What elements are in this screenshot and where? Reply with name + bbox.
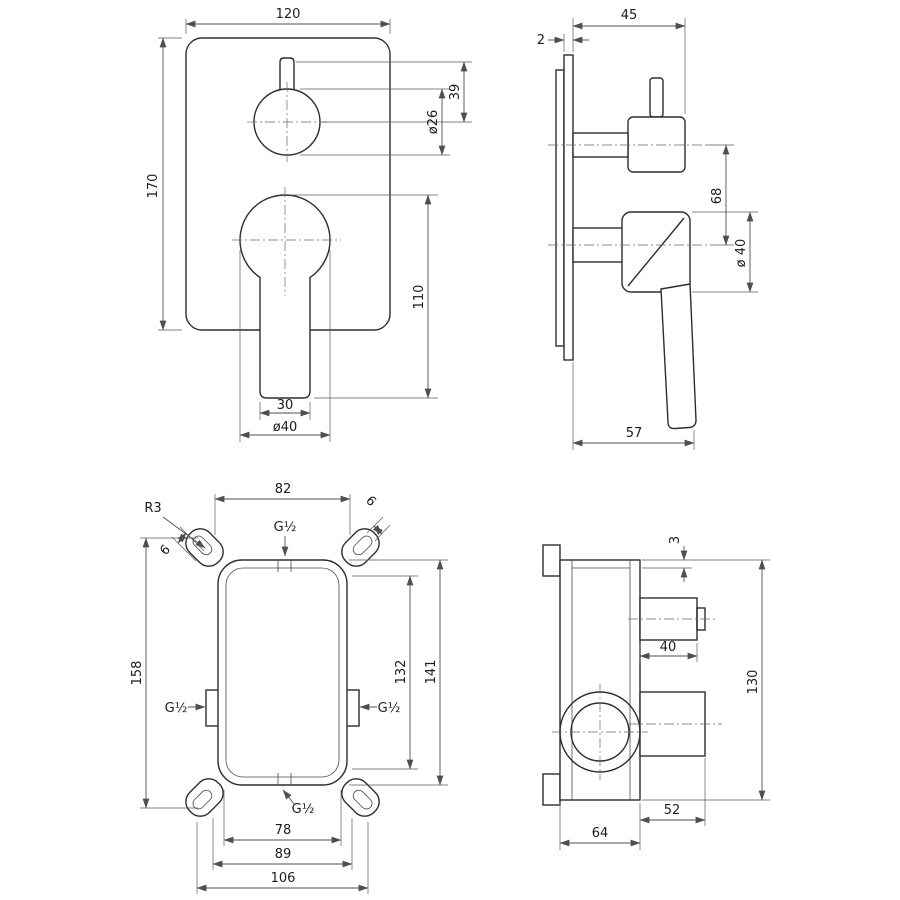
box-body-front <box>217 559 348 786</box>
dim-plate-width-label: 120 <box>276 7 301 22</box>
dim-wall-thickness: 3 <box>642 536 692 582</box>
dim-port-width: 40 <box>639 640 698 662</box>
centerlines-side-box <box>552 618 722 780</box>
dim-box-side-height: 130 <box>642 559 770 801</box>
dim-width-body-label: 89 <box>275 847 292 862</box>
dim-lever-depth: 57 <box>572 362 695 450</box>
dim-hub-diameter: ø 40 <box>692 211 758 293</box>
port-bottom-label: G½ <box>292 802 315 817</box>
dim-knob-diameter-label: ø26 <box>426 110 441 135</box>
diverter-body-side <box>627 116 686 173</box>
port-top-label: G½ <box>274 520 297 535</box>
dim-box-height-label: 158 <box>130 661 145 686</box>
dim-handle-offset: 110 <box>290 194 438 399</box>
centerlines-front-trim <box>232 82 341 296</box>
dim-lever-width: 30 <box>259 398 311 420</box>
dim-knob-offset-label: 39 <box>448 84 463 101</box>
dim-corner-radius-label: R3 <box>144 501 161 516</box>
handle-hub-split-line <box>627 217 685 287</box>
port-ticks <box>277 560 292 785</box>
dim-handle-diameter-label: ø40 <box>273 420 298 435</box>
handle-lever-side <box>660 283 697 430</box>
dim-plate-height-label: 170 <box>146 174 161 199</box>
dim-box-width: 82 <box>214 482 351 535</box>
dim-box-inner-height-label: 132 <box>394 660 409 685</box>
dim-wall-thickness-label: 3 <box>668 536 683 544</box>
dim-width-overall-label: 106 <box>271 871 296 886</box>
box-body-inner <box>225 567 340 778</box>
diverter-knob-stem <box>279 57 295 89</box>
handle-lever-front <box>259 277 311 399</box>
dim-knob-offset: 39 <box>296 61 472 123</box>
diverter-stem-side <box>572 132 629 158</box>
mounting-ear-bottom-left <box>185 778 224 817</box>
view-front-box: 82 6 R3 6 158 132 <box>130 482 448 894</box>
view-side-trim: 45 2 68 ø 40 57 <box>537 8 758 450</box>
dim-port-width-label: 40 <box>660 640 677 655</box>
dim-box-inner-height: 132 <box>352 575 418 770</box>
dim-width-overall: 106 <box>196 822 369 894</box>
dim-knob-diameter: ø26 <box>300 88 450 156</box>
dim-box-outer-height-label: 141 <box>424 660 439 685</box>
dim-lever-width-label: 30 <box>277 398 294 413</box>
trim-plate-side <box>563 54 574 361</box>
dim-lever-depth-label: 57 <box>626 426 643 441</box>
dim-knob-depth-label: 45 <box>621 8 638 23</box>
port-left-label: G½ <box>165 701 188 716</box>
dim-box-outer-height: 141 <box>349 559 448 786</box>
mounting-ear-top-left <box>185 528 224 567</box>
dim-knob-depth: 45 <box>572 8 686 114</box>
dim-box-width-label: 82 <box>275 482 292 497</box>
view-side-box: 3 40 130 52 64 <box>542 536 770 850</box>
dim-port-depth-label: 52 <box>664 803 681 818</box>
port-labels: G½ G½ G½ G½ <box>165 520 401 817</box>
dim-box-height-overall: 158 <box>130 537 198 809</box>
dim-corner-radius: R3 <box>144 501 206 549</box>
dim-hub-diameter-label: ø 40 <box>734 239 749 268</box>
dim-front-trim-width: 120 <box>185 7 391 34</box>
dim-front-trim-height: 170 <box>146 37 182 331</box>
dim-handle-diameter: ø40 <box>239 250 331 442</box>
dim-box-depth-label: 64 <box>592 826 609 841</box>
dim-box-depth: 64 <box>559 803 641 850</box>
dim-axis-distance-label: 68 <box>710 188 725 205</box>
dim-port-depth: 52 <box>639 758 706 850</box>
dim-axis-distance: 68 <box>706 144 734 246</box>
centerlines-side-trim <box>548 144 712 246</box>
dim-width-body: 89 <box>212 818 353 870</box>
dim-handle-offset-label: 110 <box>412 285 427 310</box>
port-right-label: G½ <box>378 701 401 716</box>
dim-box-side-height-label: 130 <box>746 670 761 695</box>
dim-plate-thickness-label: 2 <box>537 33 545 48</box>
dim-width-inner: 78 <box>223 790 342 846</box>
dim-plate-thickness: 2 <box>537 33 589 52</box>
mounting-ear-bottom-right <box>341 778 380 817</box>
view-front-trim: 120 170 39 ø26 110 <box>146 7 472 442</box>
dim-width-inner-label: 78 <box>275 823 292 838</box>
